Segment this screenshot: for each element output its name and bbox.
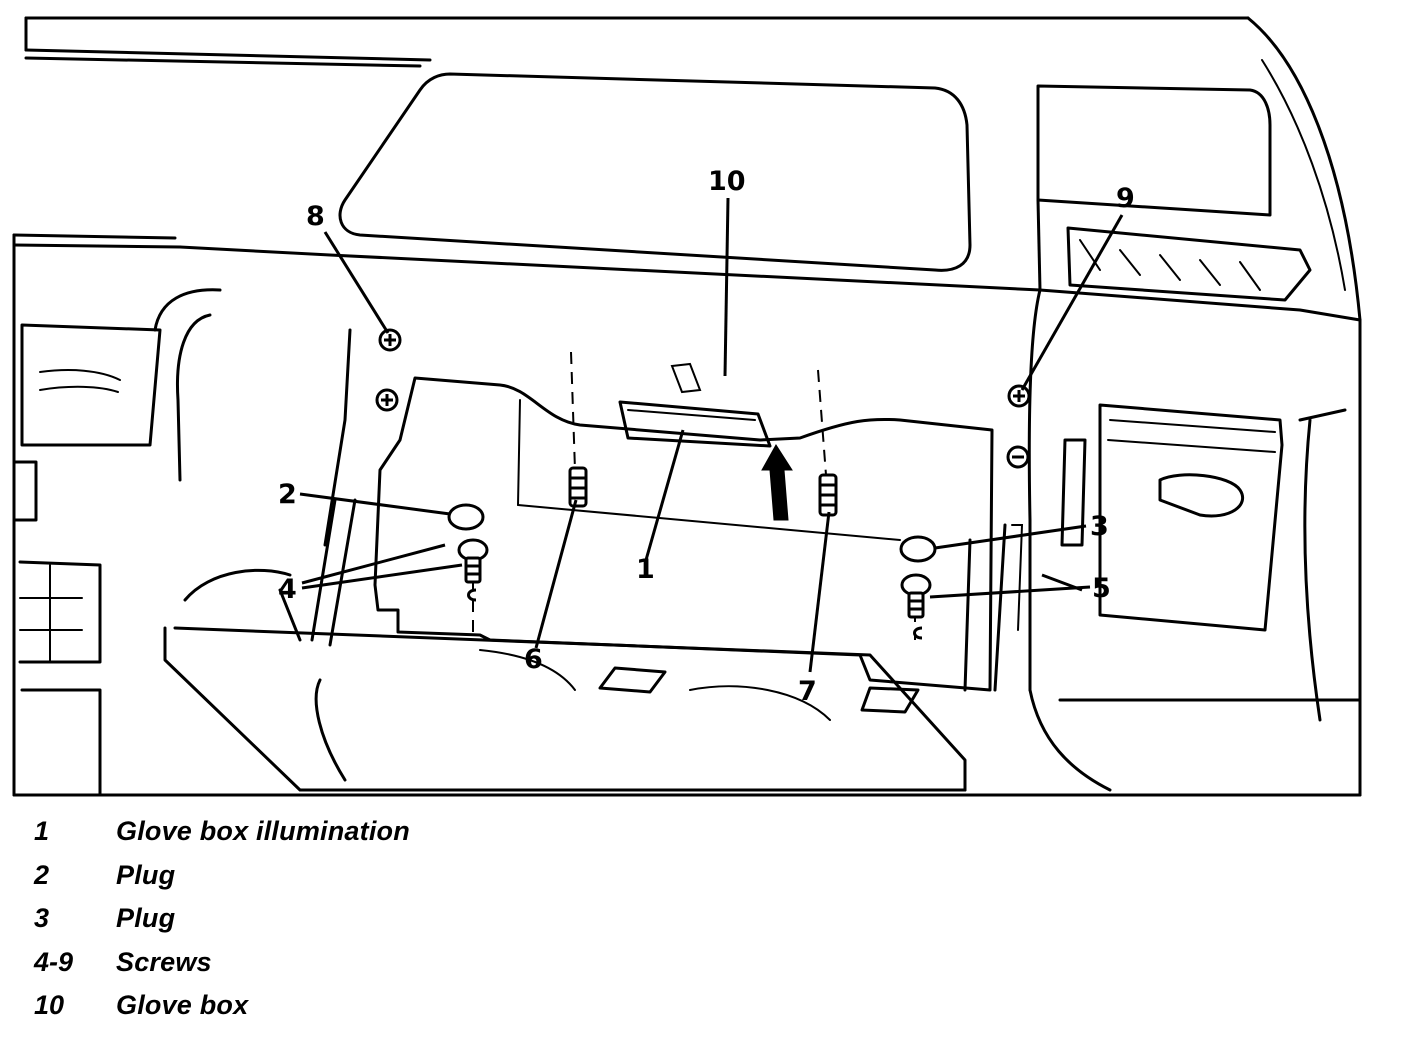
- legend-item: 4-9 Screws: [34, 947, 734, 991]
- legend-number: 2: [34, 859, 50, 890]
- parts-legend: 1 Glove box illumination 2 Plug 3 Plug 4…: [34, 816, 734, 1034]
- legend-description: Glove box illumination: [116, 816, 410, 846]
- screw-8: [378, 328, 402, 352]
- screw-6: [568, 466, 588, 508]
- legend-number: 3: [34, 903, 50, 933]
- legend-description: Plug: [116, 859, 176, 890]
- leader-lines: [299, 197, 1124, 673]
- right-upper-vent: [1036, 84, 1312, 302]
- dashed-guides: [472, 351, 916, 640]
- screw-9: [1007, 384, 1031, 408]
- callout-4: 4: [278, 574, 297, 605]
- screw-4: [457, 538, 489, 602]
- callout-6: 6: [524, 644, 543, 675]
- legend-number: 4-9: [34, 946, 74, 977]
- screw-5: [900, 573, 932, 640]
- left-vent-panel: [12, 288, 222, 797]
- plug-2: [447, 503, 485, 531]
- legend-number: 1: [34, 816, 50, 846]
- legend-number: 10: [34, 990, 65, 1020]
- instrument-hood: [338, 72, 972, 272]
- callout-2: 2: [278, 479, 297, 510]
- plug-3: [899, 535, 937, 563]
- legend-description: Plug: [116, 903, 176, 933]
- callout-9: 9: [1116, 183, 1135, 214]
- callout-10: 10: [708, 166, 746, 197]
- callout-3: 3: [1090, 511, 1109, 542]
- callout-5: 5: [1092, 573, 1111, 604]
- legend-item: 10 Glove box: [34, 990, 734, 1034]
- legend-item: 2 Plug: [34, 860, 734, 904]
- screw-hole-right: [1006, 445, 1030, 469]
- legend-description: Screws: [116, 946, 212, 977]
- removal-arrow: [761, 444, 793, 521]
- glove-box-exploded-diagram: 10 8 9 2 3 4 5 1 6 7: [12, 16, 1362, 797]
- dashboard-upper: [12, 16, 1362, 322]
- callout-7: 7: [798, 676, 817, 707]
- glove-box-opening: [176, 313, 1024, 692]
- screw-7: [818, 473, 838, 517]
- legend-item: 3 Plug: [34, 903, 734, 947]
- legend-item: 1 Glove box illumination: [34, 816, 734, 860]
- legend-description: Glove box: [116, 990, 249, 1020]
- glove-box-illumination-part: [618, 362, 772, 448]
- callout-8: 8: [306, 201, 325, 232]
- diagram-frame: [12, 16, 1362, 797]
- callout-1: 1: [636, 554, 655, 585]
- callout-labels: 10 8 9 2 3 4 5 1 6 7: [278, 166, 1135, 707]
- right-vent-panel: [1027, 288, 1362, 792]
- screw-hole-left: [375, 388, 399, 412]
- glove-box-lid: [163, 626, 967, 792]
